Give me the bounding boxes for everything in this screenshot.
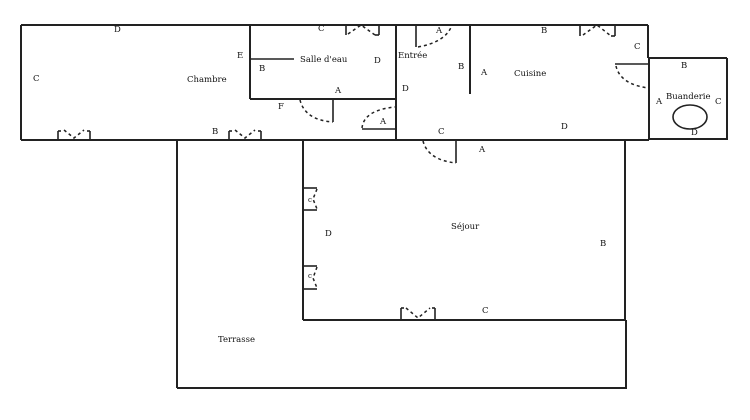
room-label-buanderie: Buanderie xyxy=(666,92,711,102)
wall-label: C xyxy=(482,306,489,316)
wall-label: D xyxy=(114,25,121,35)
wall-labels: D C E B C B D A F A A B D C B A C D B A … xyxy=(33,24,722,316)
sejour-door xyxy=(422,140,457,164)
wall-label: A xyxy=(334,86,342,96)
buanderie-walls xyxy=(648,57,728,140)
wall-label: C xyxy=(33,74,40,84)
window-chambre-1 xyxy=(57,129,91,140)
wall-label: F xyxy=(278,102,284,112)
buanderie-door xyxy=(615,63,649,89)
terrasse-walls xyxy=(176,140,627,389)
wall-label: B xyxy=(541,26,547,36)
wall-label: E xyxy=(237,51,243,61)
wall-label: D xyxy=(691,128,698,138)
window-sejour-left-2 xyxy=(303,265,318,290)
wall-label: A xyxy=(379,117,387,127)
room-label-salle-eau: Salle d'eau xyxy=(300,55,348,65)
room-labels: Chambre Salle d'eau Entrée Cuisine Buand… xyxy=(187,50,711,345)
wall-label: A xyxy=(478,145,486,155)
wall-label: B xyxy=(681,61,687,71)
entrance-door xyxy=(415,24,453,48)
wall-label: B xyxy=(600,239,606,249)
wall-label: A xyxy=(655,97,663,107)
wall-label: C xyxy=(634,42,641,52)
sejour-walls xyxy=(302,140,626,321)
wall-label: D xyxy=(374,56,381,66)
room-label-terrasse: Terrasse xyxy=(218,335,255,345)
washing-machine-icon xyxy=(672,104,708,130)
wall-label: B xyxy=(212,127,218,137)
window-label: c xyxy=(308,196,312,204)
window-chambre-2 xyxy=(228,129,262,140)
wall-label: D xyxy=(561,122,568,132)
wall-label: C xyxy=(438,127,445,137)
wall-label: D xyxy=(402,84,409,94)
window-sejour-bottom xyxy=(400,307,436,320)
wall-label: D xyxy=(325,229,332,239)
room-label-entree: Entrée xyxy=(398,50,427,61)
wall-label: C xyxy=(318,24,325,34)
window-cuisine xyxy=(579,24,616,37)
closet xyxy=(361,106,396,130)
wall-label: B xyxy=(458,62,464,72)
window-salle-eau xyxy=(345,24,380,36)
wall-label: B xyxy=(259,64,265,74)
room-label-cuisine: Cuisine xyxy=(514,69,546,79)
room-label-sejour: Séjour xyxy=(451,221,480,232)
wall-label: C xyxy=(715,97,722,107)
salle-eau-walls xyxy=(249,25,396,123)
window-sejour-left-1 xyxy=(303,187,318,211)
room-label-chambre: Chambre xyxy=(187,75,227,85)
window-label: c xyxy=(308,272,312,280)
wall-label: A xyxy=(480,68,488,78)
outer-walls xyxy=(20,24,649,141)
wall-label: A xyxy=(435,26,443,36)
